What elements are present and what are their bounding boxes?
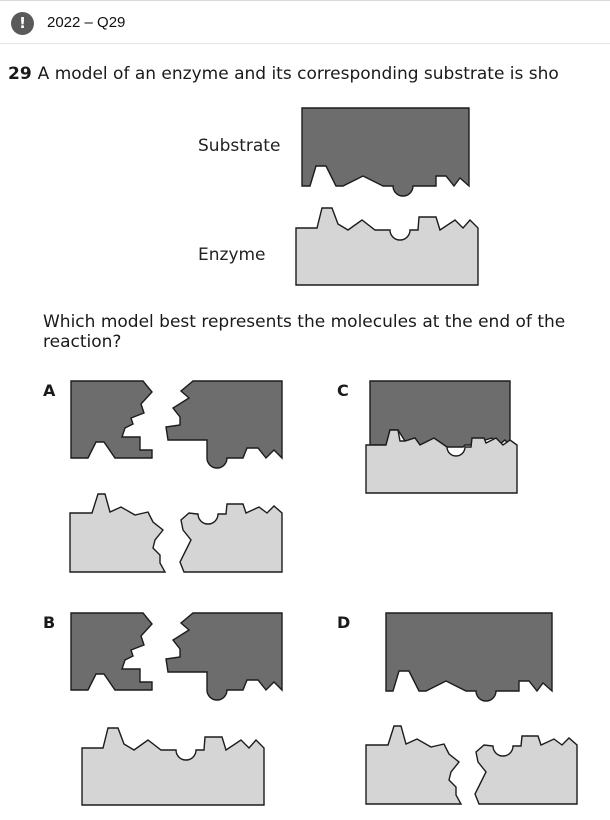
- page-title: 2022 – Q29: [47, 14, 126, 31]
- option-a-label[interactable]: A: [43, 381, 56, 400]
- question-text: A model of an enzyme and its correspondi…: [37, 64, 559, 84]
- option-d-enzyme-left: [365, 725, 463, 805]
- option-b-enzyme: [81, 727, 265, 806]
- substrate-label: Substrate: [198, 136, 281, 156]
- enzyme-shape: [295, 207, 479, 286]
- option-a-enzyme-left: [69, 493, 167, 573]
- question-prompt: Which model best represents the molecule…: [43, 312, 566, 352]
- option-c-label[interactable]: C: [337, 381, 349, 400]
- option-d-label[interactable]: D: [337, 613, 351, 632]
- option-b-label[interactable]: B: [43, 613, 56, 632]
- substrate-shape: [301, 107, 470, 197]
- option-a-substrate-left: [70, 380, 153, 459]
- enzyme-label: Enzyme: [198, 245, 266, 265]
- option-a-substrate-right: [165, 380, 283, 469]
- exclamation-icon: !: [11, 12, 34, 35]
- option-b-substrate-right: [165, 612, 283, 701]
- title-bar: ! 2022 – Q29: [0, 0, 610, 44]
- option-b-substrate-left: [70, 612, 153, 691]
- option-c-enzyme: [365, 429, 518, 494]
- option-a-enzyme-right: [179, 503, 283, 573]
- option-d-enzyme-right: [474, 735, 578, 805]
- question-number: 29: [8, 64, 32, 84]
- option-d-substrate: [385, 612, 553, 702]
